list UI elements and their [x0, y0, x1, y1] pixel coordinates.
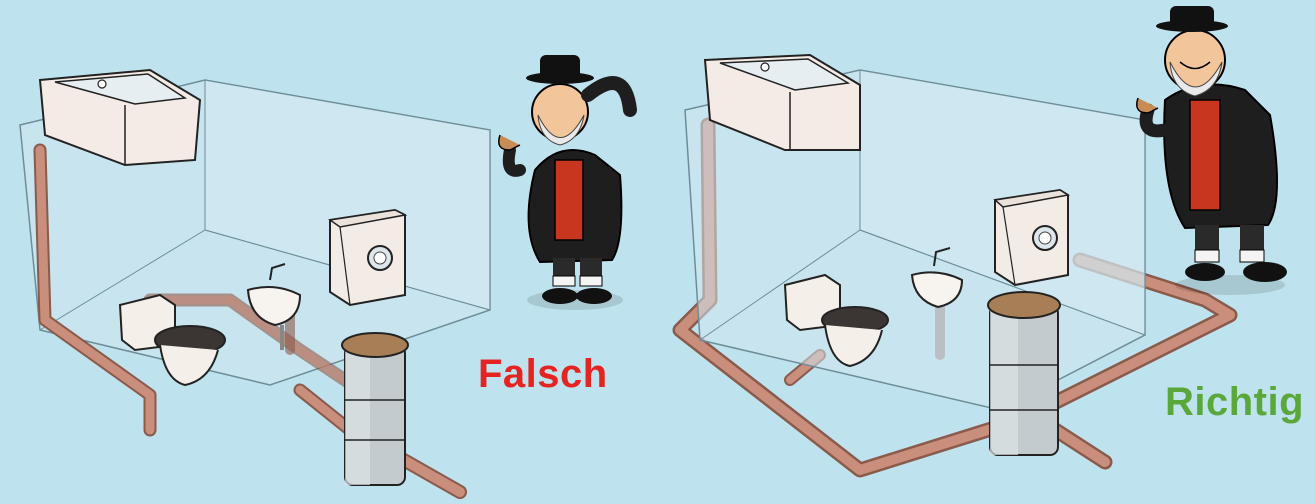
washing-machine-icon: [330, 210, 405, 305]
sewer-shaft-icon: [342, 333, 408, 485]
sewer-shaft-icon: [988, 292, 1060, 455]
wrong-label: Falsch: [478, 352, 608, 397]
right-label: Richtig: [1165, 380, 1304, 425]
panel-wrong: [20, 55, 630, 492]
man-with-pipe-illustration: [1137, 6, 1287, 295]
man-with-pipe-illustration: [499, 55, 630, 310]
washing-machine-icon: [995, 190, 1068, 285]
